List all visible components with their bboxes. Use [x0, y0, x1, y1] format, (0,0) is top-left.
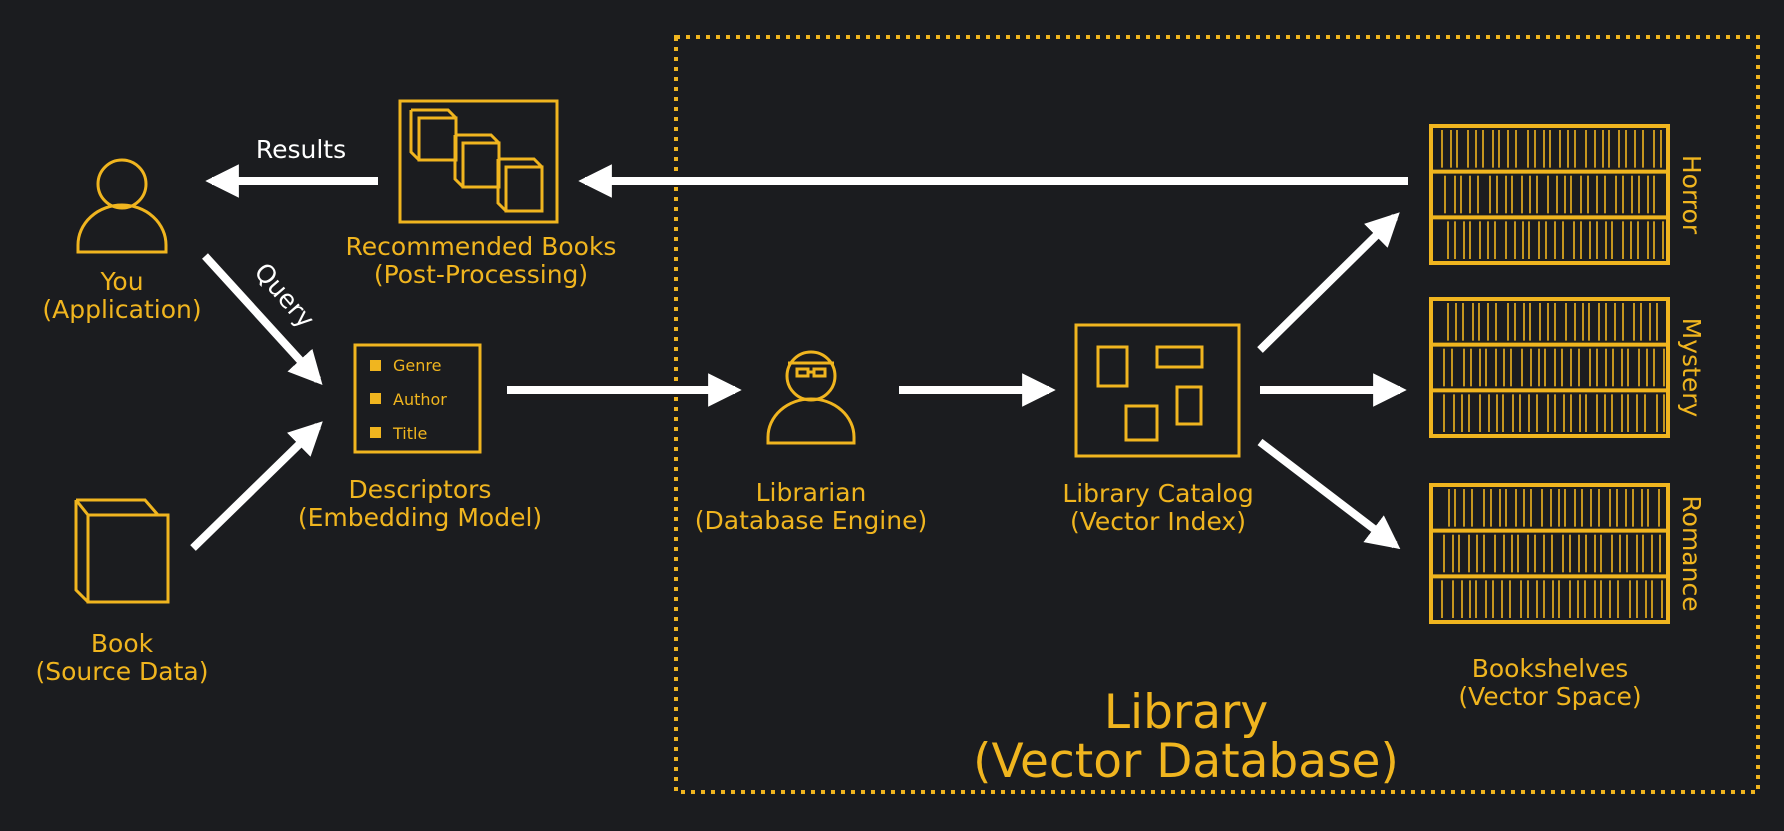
recommended-subtitle: (Post-Processing): [374, 260, 588, 289]
arrow-catalog-to-romance: [1257, 438, 1401, 550]
book-subtitle: (Source Data): [35, 657, 208, 686]
catalog-title: Library Catalog: [1062, 479, 1253, 508]
library-title: Library: [1104, 685, 1268, 740]
recommended-node: Recommended Books (Post-Processing): [346, 99, 617, 289]
librarian-subtitle: (Database Engine): [695, 506, 927, 535]
bookshelf-horror: Horror: [1429, 124, 1706, 265]
descriptor-card-icon: [353, 343, 482, 454]
bookshelves-title: Bookshelves: [1472, 654, 1629, 683]
you-subtitle: (Application): [42, 295, 201, 324]
arrow-catalog-to-horror: [1257, 212, 1400, 353]
results-label: Results: [256, 135, 346, 164]
descriptor-item-genre: Genre: [393, 356, 441, 375]
descriptors-node: Genre Author Title Descriptors (Embeddin…: [298, 343, 542, 532]
bookshelf-mystery: Mystery: [1429, 297, 1706, 438]
arrow-book-to-descriptors: [190, 421, 323, 551]
descriptor-item-author: Author: [393, 390, 447, 409]
you-title: You: [99, 267, 143, 296]
title-bullet: [370, 427, 381, 438]
descriptors-subtitle: (Embedding Model): [298, 503, 542, 532]
stacked-books-icon: [398, 99, 559, 224]
bookshelves-subtitle: (Vector Space): [1458, 682, 1641, 711]
arrow-query: [202, 253, 323, 385]
catalog-icon: [1074, 323, 1241, 458]
recommended-title: Recommended Books: [346, 232, 617, 261]
shelf-label-romance: Romance: [1677, 495, 1706, 611]
book-icon: [74, 498, 170, 604]
book-node: Book (Source Data): [35, 498, 209, 686]
catalog-node: Library Catalog (Vector Index): [1062, 323, 1254, 536]
bookshelf-icon: [1429, 297, 1670, 438]
librarian-title: Librarian: [756, 478, 867, 507]
shelf-label-horror: Horror: [1677, 155, 1706, 235]
library-subtitle: (Vector Database): [973, 734, 1399, 789]
shelf-label-mystery: Mystery: [1677, 318, 1706, 418]
bookshelf-icon: [1429, 124, 1670, 265]
query-label: Query: [249, 257, 321, 334]
bookshelf-icon: [1429, 483, 1670, 624]
bookshelf-romance: Romance: [1429, 483, 1706, 624]
library-boundary: [674, 35, 1760, 794]
book-title: Book: [91, 629, 154, 658]
you-node: You (Application): [42, 158, 202, 324]
descriptor-item-title: Title: [392, 424, 427, 443]
descriptors-title: Descriptors: [349, 475, 492, 504]
catalog-subtitle: (Vector Index): [1070, 507, 1246, 536]
author-bullet: [370, 393, 381, 404]
librarian-node: Librarian (Database Engine): [695, 350, 927, 535]
librarian-icon: [766, 350, 856, 445]
person-icon: [76, 158, 168, 254]
genre-bullet: [370, 360, 381, 371]
